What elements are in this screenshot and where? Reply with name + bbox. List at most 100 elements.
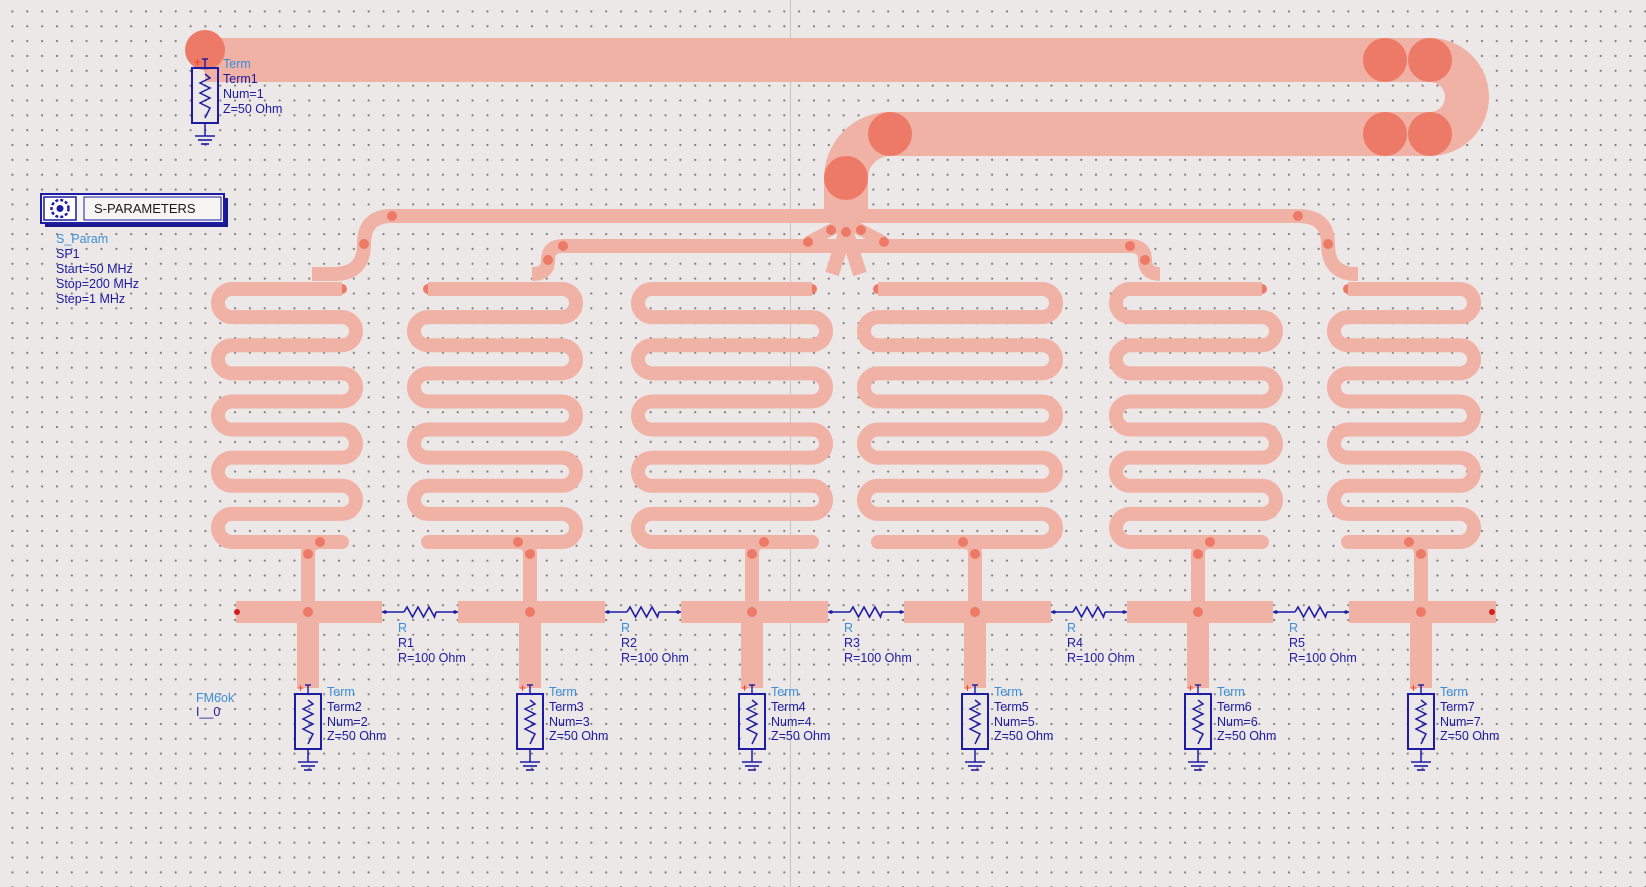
term-num-label: Num=4: [771, 715, 812, 729]
term-output-4[interactable]: +: [738, 681, 766, 771]
serpentine-line-1: [211, 282, 363, 612]
feed-bend-dot: [1408, 38, 1452, 82]
serpentine-dot: [525, 549, 535, 559]
manifold-trace-2: [526, 239, 846, 281]
term-type-label: Term: [1440, 685, 1468, 699]
term-output-3[interactable]: +: [516, 681, 544, 771]
term-output-6[interactable]: +: [1184, 681, 1212, 771]
term-num-label: Num=7: [1440, 715, 1481, 729]
manifold-dot: [1125, 241, 1135, 251]
serpentine-dot: [315, 537, 325, 547]
manifold-dot: [803, 237, 813, 247]
manifold-dot: [856, 225, 866, 235]
tee-stub-2: [519, 612, 541, 688]
term1-z-label: Z=50 Ohm: [223, 102, 282, 116]
serpentine-dot: [970, 549, 980, 559]
term-resistor-icon: [198, 73, 212, 119]
sparam-start-label: Start=50 MHz: [56, 262, 133, 276]
resistor-name-label: R2: [621, 636, 637, 650]
term-name-label: Term6: [1217, 700, 1252, 714]
term-output-5[interactable]: +: [961, 681, 989, 771]
serpentine-dot: [1205, 537, 1215, 547]
components[interactable]: + + + + + + + S-PARAMETERS: [40, 55, 1435, 771]
term-z-label: Z=50 Ohm: [549, 729, 608, 743]
tee-stub-4: [964, 612, 986, 688]
manifold-dot: [558, 241, 568, 251]
sparam-step-label: Step=1 MHz: [56, 292, 125, 306]
resistor-R5[interactable]: [1273, 605, 1349, 620]
tee-dot: [1416, 607, 1426, 617]
tee-dot: [970, 607, 980, 617]
serpentine-line-3: [631, 282, 833, 612]
feed-bend-dot: [1408, 112, 1452, 156]
resistor-name-label: R1: [398, 636, 414, 650]
resistor-type-label: R: [844, 621, 853, 635]
window-split-line: [790, 0, 791, 887]
resistor-zigzag-icon: [1072, 605, 1106, 620]
term-output-7[interactable]: +: [1407, 681, 1435, 771]
resistor-R2[interactable]: [605, 605, 681, 620]
manifold-dot: [1140, 255, 1150, 265]
tee-dot: [1193, 607, 1203, 617]
sparameters-block[interactable]: S-PARAMETERS: [40, 193, 228, 227]
resistor-pin: [829, 610, 833, 614]
serpentine-dot: [1404, 537, 1414, 547]
resistor-R3[interactable]: [828, 605, 904, 620]
term-name-label: Term7: [1440, 700, 1475, 714]
term-type-label: Term: [1217, 685, 1245, 699]
resistor-pin: [1052, 610, 1056, 614]
term-name-label: Term2: [327, 700, 362, 714]
resistor-pin: [1274, 610, 1278, 614]
manifold-dot: [841, 227, 851, 237]
term1-name-label: Term1: [223, 72, 258, 86]
term-resistor-icon: [1191, 699, 1205, 745]
term-num-label: Num=2: [327, 715, 368, 729]
resistor-type-label: R: [1289, 621, 1298, 635]
pin-left-end: [234, 609, 240, 615]
term-z-label: Z=50 Ohm: [1440, 729, 1499, 743]
substrate-name-label: I__0: [196, 705, 220, 719]
feed-bend-dot: [868, 112, 912, 156]
tee-dot: [303, 607, 313, 617]
serpentine-dot: [1416, 549, 1426, 559]
resistor-value-label: R=100 Ohm: [621, 651, 689, 665]
term-resistor-icon: [745, 699, 759, 745]
resistor-value-label: R=100 Ohm: [1289, 651, 1357, 665]
term-type-label: Term: [771, 685, 799, 699]
manifold-dot: [879, 237, 889, 247]
resistor-R4[interactable]: [1051, 605, 1127, 620]
term-type-label: Term: [327, 685, 355, 699]
serpentine-line-2: [407, 282, 583, 612]
feed-bend-dot: [1363, 112, 1407, 156]
resistor-pin: [1122, 610, 1126, 614]
resistor-pin: [383, 610, 387, 614]
plus-icon: +: [194, 55, 201, 69]
resistor-value-label: R=100 Ohm: [1067, 651, 1135, 665]
resistor-type-label: R: [621, 621, 630, 635]
term-name-label: Term5: [994, 700, 1029, 714]
term-num-label: Num=5: [994, 715, 1035, 729]
resistor-pin: [606, 610, 610, 614]
serpentine-line-6: [1327, 282, 1481, 612]
term1-num-label: Num=1: [223, 87, 264, 101]
resistor-type-label: R: [1067, 621, 1076, 635]
term-output-2[interactable]: +: [294, 681, 322, 771]
sparam-type-label: S_Param: [56, 232, 108, 246]
feed-bend-dot: [1363, 38, 1407, 82]
tee-stub-1: [297, 612, 319, 688]
resistor-pin: [899, 610, 903, 614]
resistor-pin: [453, 610, 457, 614]
resistor-name-label: R5: [1289, 636, 1305, 650]
resistor-R1[interactable]: [382, 605, 458, 620]
serpentine-dot: [513, 537, 523, 547]
sparam-stop-label: Stop=200 MHz: [56, 277, 139, 291]
serpentine-line-4: [857, 282, 1063, 612]
tee-stub-3: [741, 612, 763, 688]
microstrip-layout: [185, 30, 1496, 688]
resistor-value-label: R=100 Ohm: [398, 651, 466, 665]
resistor-type-label: R: [398, 621, 407, 635]
sparam-title-frame: [83, 196, 222, 221]
term-Term1[interactable]: +: [191, 55, 219, 145]
